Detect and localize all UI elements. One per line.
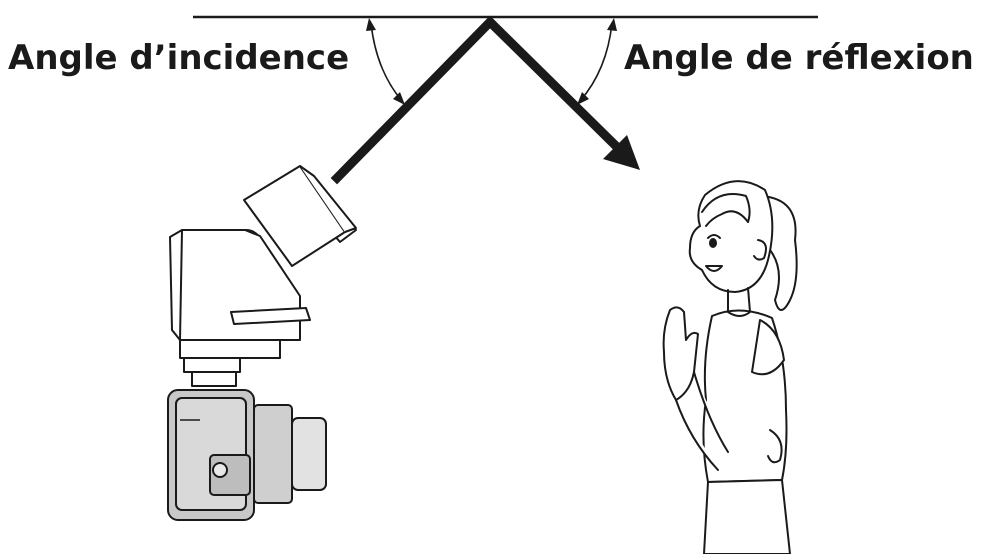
woman-illustration	[662, 180, 798, 554]
reflected-ray-arrowhead	[603, 135, 640, 170]
incidence-angle-arc	[366, 18, 405, 105]
flash-unit-icon	[169, 165, 357, 387]
reflection-angle-label: Angle de réflexion	[624, 38, 974, 78]
reflected-ray	[486, 18, 622, 152]
camera-icon	[167, 389, 327, 521]
incidence-angle-label: Angle d’incidence	[8, 38, 350, 78]
reflection-angle-arc	[577, 18, 617, 105]
incident-ray	[330, 15, 497, 185]
